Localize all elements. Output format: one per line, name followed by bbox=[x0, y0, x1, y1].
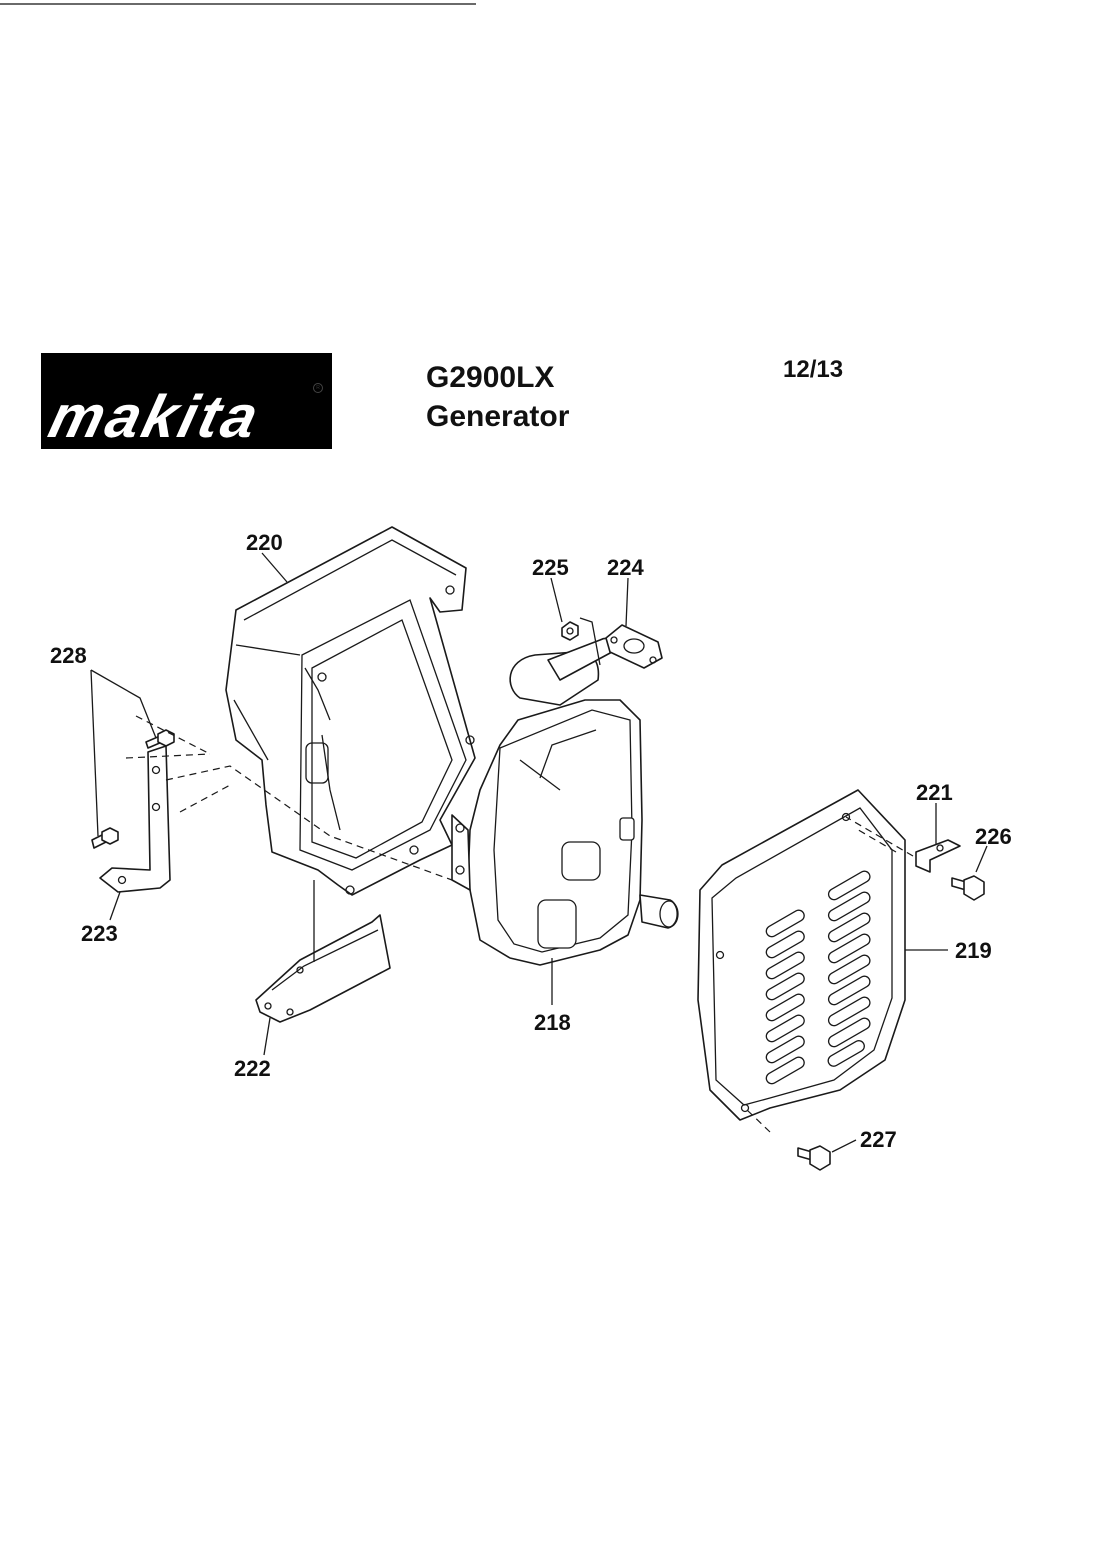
callout-220: 220 bbox=[246, 530, 283, 555]
callout-227: 227 bbox=[860, 1127, 897, 1152]
callout-219: 219 bbox=[955, 938, 992, 963]
callout-224: 224 bbox=[607, 555, 644, 580]
callout-labels: 220 225 224 228 221 226 223 219 218 222 … bbox=[50, 530, 1012, 1152]
part-221-bracket bbox=[915, 839, 961, 873]
part-220-heat-shield bbox=[225, 526, 476, 896]
guard-vent-slots bbox=[765, 870, 871, 1085]
part-219-muffler-guard bbox=[697, 789, 906, 1121]
leader-lines bbox=[90, 552, 988, 1153]
callout-221: 221 bbox=[916, 780, 953, 805]
part-222-bracket bbox=[255, 914, 391, 1023]
trademark-mark: R bbox=[313, 383, 323, 393]
part-218-muffler bbox=[451, 637, 679, 966]
assembly-lines bbox=[125, 715, 914, 1133]
part-223-bracket bbox=[99, 745, 171, 893]
top-rule bbox=[0, 3, 476, 5]
page-number: 12/13 bbox=[783, 356, 844, 383]
model-number: G2900LX bbox=[426, 361, 555, 394]
callout-228: 228 bbox=[50, 643, 87, 668]
callout-222: 222 bbox=[234, 1056, 271, 1081]
makita-logo: makita bbox=[41, 353, 332, 450]
part-226-bolt bbox=[951, 875, 985, 901]
callout-225: 225 bbox=[532, 555, 569, 580]
product-name: Generator bbox=[426, 400, 570, 433]
callout-223: 223 bbox=[81, 921, 118, 946]
callout-226: 226 bbox=[975, 824, 1012, 849]
part-224-gasket bbox=[605, 624, 663, 669]
callout-218: 218 bbox=[534, 1010, 571, 1035]
part-225-nut bbox=[561, 621, 579, 641]
part-227-bolt bbox=[797, 1145, 831, 1171]
